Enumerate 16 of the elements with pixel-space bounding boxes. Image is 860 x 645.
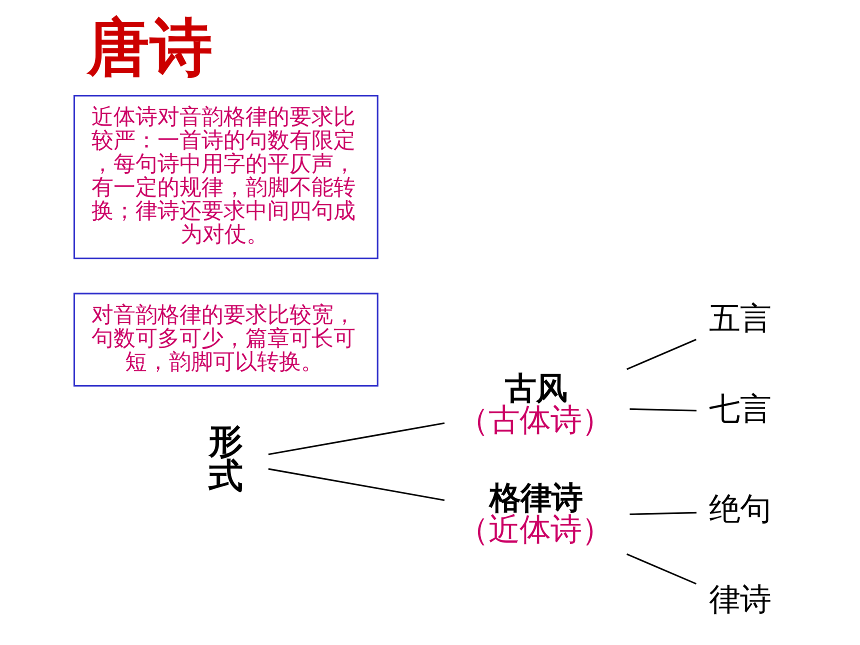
connector	[630, 408, 697, 412]
connector	[626, 338, 696, 370]
node-text: 形式	[208, 422, 243, 497]
connector	[630, 512, 697, 516]
node-box: 近体诗对音韵格律的要求比较严：一首诗的句数有限定，每句诗中用字的平仄声，有一定的规律，韵脚不能转换；律诗还要求中间四句成为对仗。	[73, 94, 378, 260]
node-text: 格律诗 （近体诗）	[457, 480, 612, 548]
node-box: 对音韵格律的要求比较宽，句数可多可少，篇章可长可短，韵脚可以转换。	[73, 292, 378, 387]
connector	[626, 553, 696, 585]
node-text: 律诗	[709, 582, 772, 618]
diagram-title: 唐诗	[86, 11, 213, 84]
connector	[268, 468, 445, 501]
connector	[268, 422, 445, 456]
node-text: 绝句	[709, 492, 772, 528]
node-text: 古风 （古体诗）	[457, 371, 612, 438]
node-text: 五言	[709, 300, 772, 337]
node-text: 七言	[709, 391, 772, 428]
